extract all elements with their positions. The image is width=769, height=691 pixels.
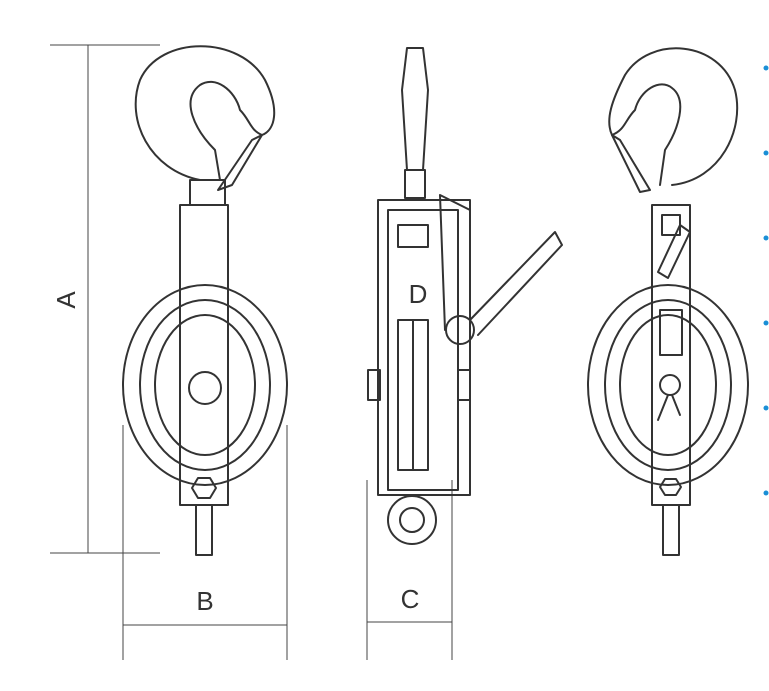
label-c: C xyxy=(401,584,420,614)
bullet-dots xyxy=(763,65,769,496)
front-view xyxy=(122,45,288,556)
bullet-dot xyxy=(763,235,769,241)
label-d: D xyxy=(409,279,428,309)
bullet-dot xyxy=(763,320,769,326)
bullet-dot xyxy=(763,490,769,496)
dimension-a xyxy=(50,44,160,554)
label-b: B xyxy=(196,586,213,616)
side-view xyxy=(367,47,563,545)
bullet-dot xyxy=(763,65,769,71)
bullet-dot xyxy=(763,405,769,411)
rear-view xyxy=(587,47,749,556)
bullet-dot xyxy=(763,150,769,156)
dimension-b xyxy=(122,425,288,660)
dimension-c xyxy=(366,480,453,660)
label-a: A xyxy=(51,291,81,309)
